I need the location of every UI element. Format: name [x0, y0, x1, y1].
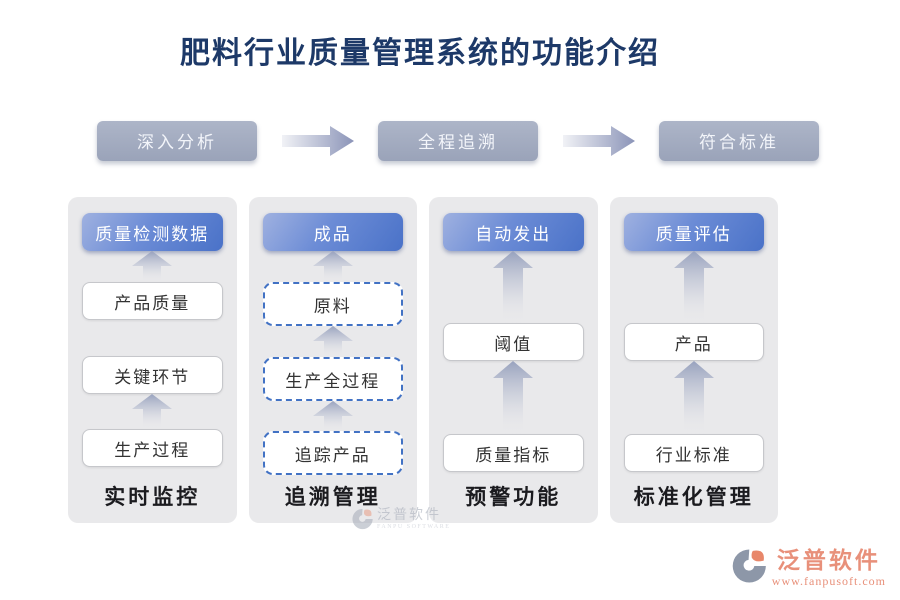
column-standardization-management: 质量评估 产品 行业标准 标准化管理 [609, 197, 778, 523]
watermark-brand: 泛普软件 [377, 508, 441, 523]
node-item: 阈值 [443, 323, 584, 361]
node-item-dashed: 追踪产品 [262, 431, 403, 475]
column-realtime-monitoring: 质量检测数据 产品质量 关键环节 生产过程 实时监控 [68, 197, 237, 523]
fanpu-logo-icon [732, 549, 766, 583]
brand-url: www.fanpusoft.com [771, 574, 886, 588]
column-header: 质量评估 [623, 213, 764, 251]
column-header: 自动发出 [443, 213, 584, 251]
arrow-up-icon [312, 251, 353, 282]
page-title: 肥料行业质量管理系统的功能介绍 [180, 37, 660, 70]
arrow-up-icon [312, 326, 353, 357]
watermark: 泛普软件 FANPU SOFTWARE [352, 508, 450, 531]
node-item-dashed: 生产全过程 [262, 357, 403, 401]
column-header: 成品 [262, 213, 403, 251]
node-item: 质量指标 [443, 434, 584, 472]
node-item: 关键环节 [82, 356, 223, 394]
node-item: 产品质量 [82, 282, 223, 320]
flow-step-standards: 符合标准 [659, 120, 819, 161]
flow-step-analysis: 深入分析 [97, 120, 257, 161]
brand-name: 泛普软件 [776, 548, 881, 573]
arrow-right-icon [281, 125, 354, 156]
arrow-up-icon [312, 401, 353, 431]
arrow-right-icon [562, 125, 635, 156]
node-item: 生产过程 [82, 429, 223, 467]
column-header: 质量检测数据 [82, 213, 223, 251]
arrow-up-icon [493, 361, 534, 434]
flow-step-traceability: 全程追溯 [378, 120, 538, 161]
watermark-subtext: FANPU SOFTWARE [377, 524, 451, 530]
flow-row: 深入分析 全程追溯 符合标准 [97, 120, 819, 161]
node-item: 产品 [623, 323, 764, 361]
brand-logo: 泛普软件 www.fanpusoft.com [732, 548, 886, 588]
arrow-up-icon [132, 251, 173, 282]
arrow-up-icon [673, 361, 714, 434]
feature-columns: 质量检测数据 产品质量 关键环节 生产过程 实时监控 成品 原料 生产全过程 [68, 197, 778, 523]
arrow-up-icon [493, 251, 534, 323]
arrow-up-icon [132, 394, 173, 429]
column-footer: 追溯管理 [284, 485, 381, 509]
node-item-dashed: 原料 [262, 282, 403, 326]
column-warning-function: 自动发出 阈值 质量指标 预警功能 [429, 197, 598, 523]
node-item: 行业标准 [623, 434, 764, 472]
arrow-up-icon [673, 251, 714, 323]
column-footer: 实时监控 [104, 485, 201, 509]
column-traceability-management: 成品 原料 生产全过程 追踪产品 追溯管理 [248, 197, 417, 523]
fanpu-logo-icon [352, 508, 373, 530]
column-footer: 预警功能 [465, 485, 562, 509]
column-footer: 标准化管理 [633, 485, 754, 509]
